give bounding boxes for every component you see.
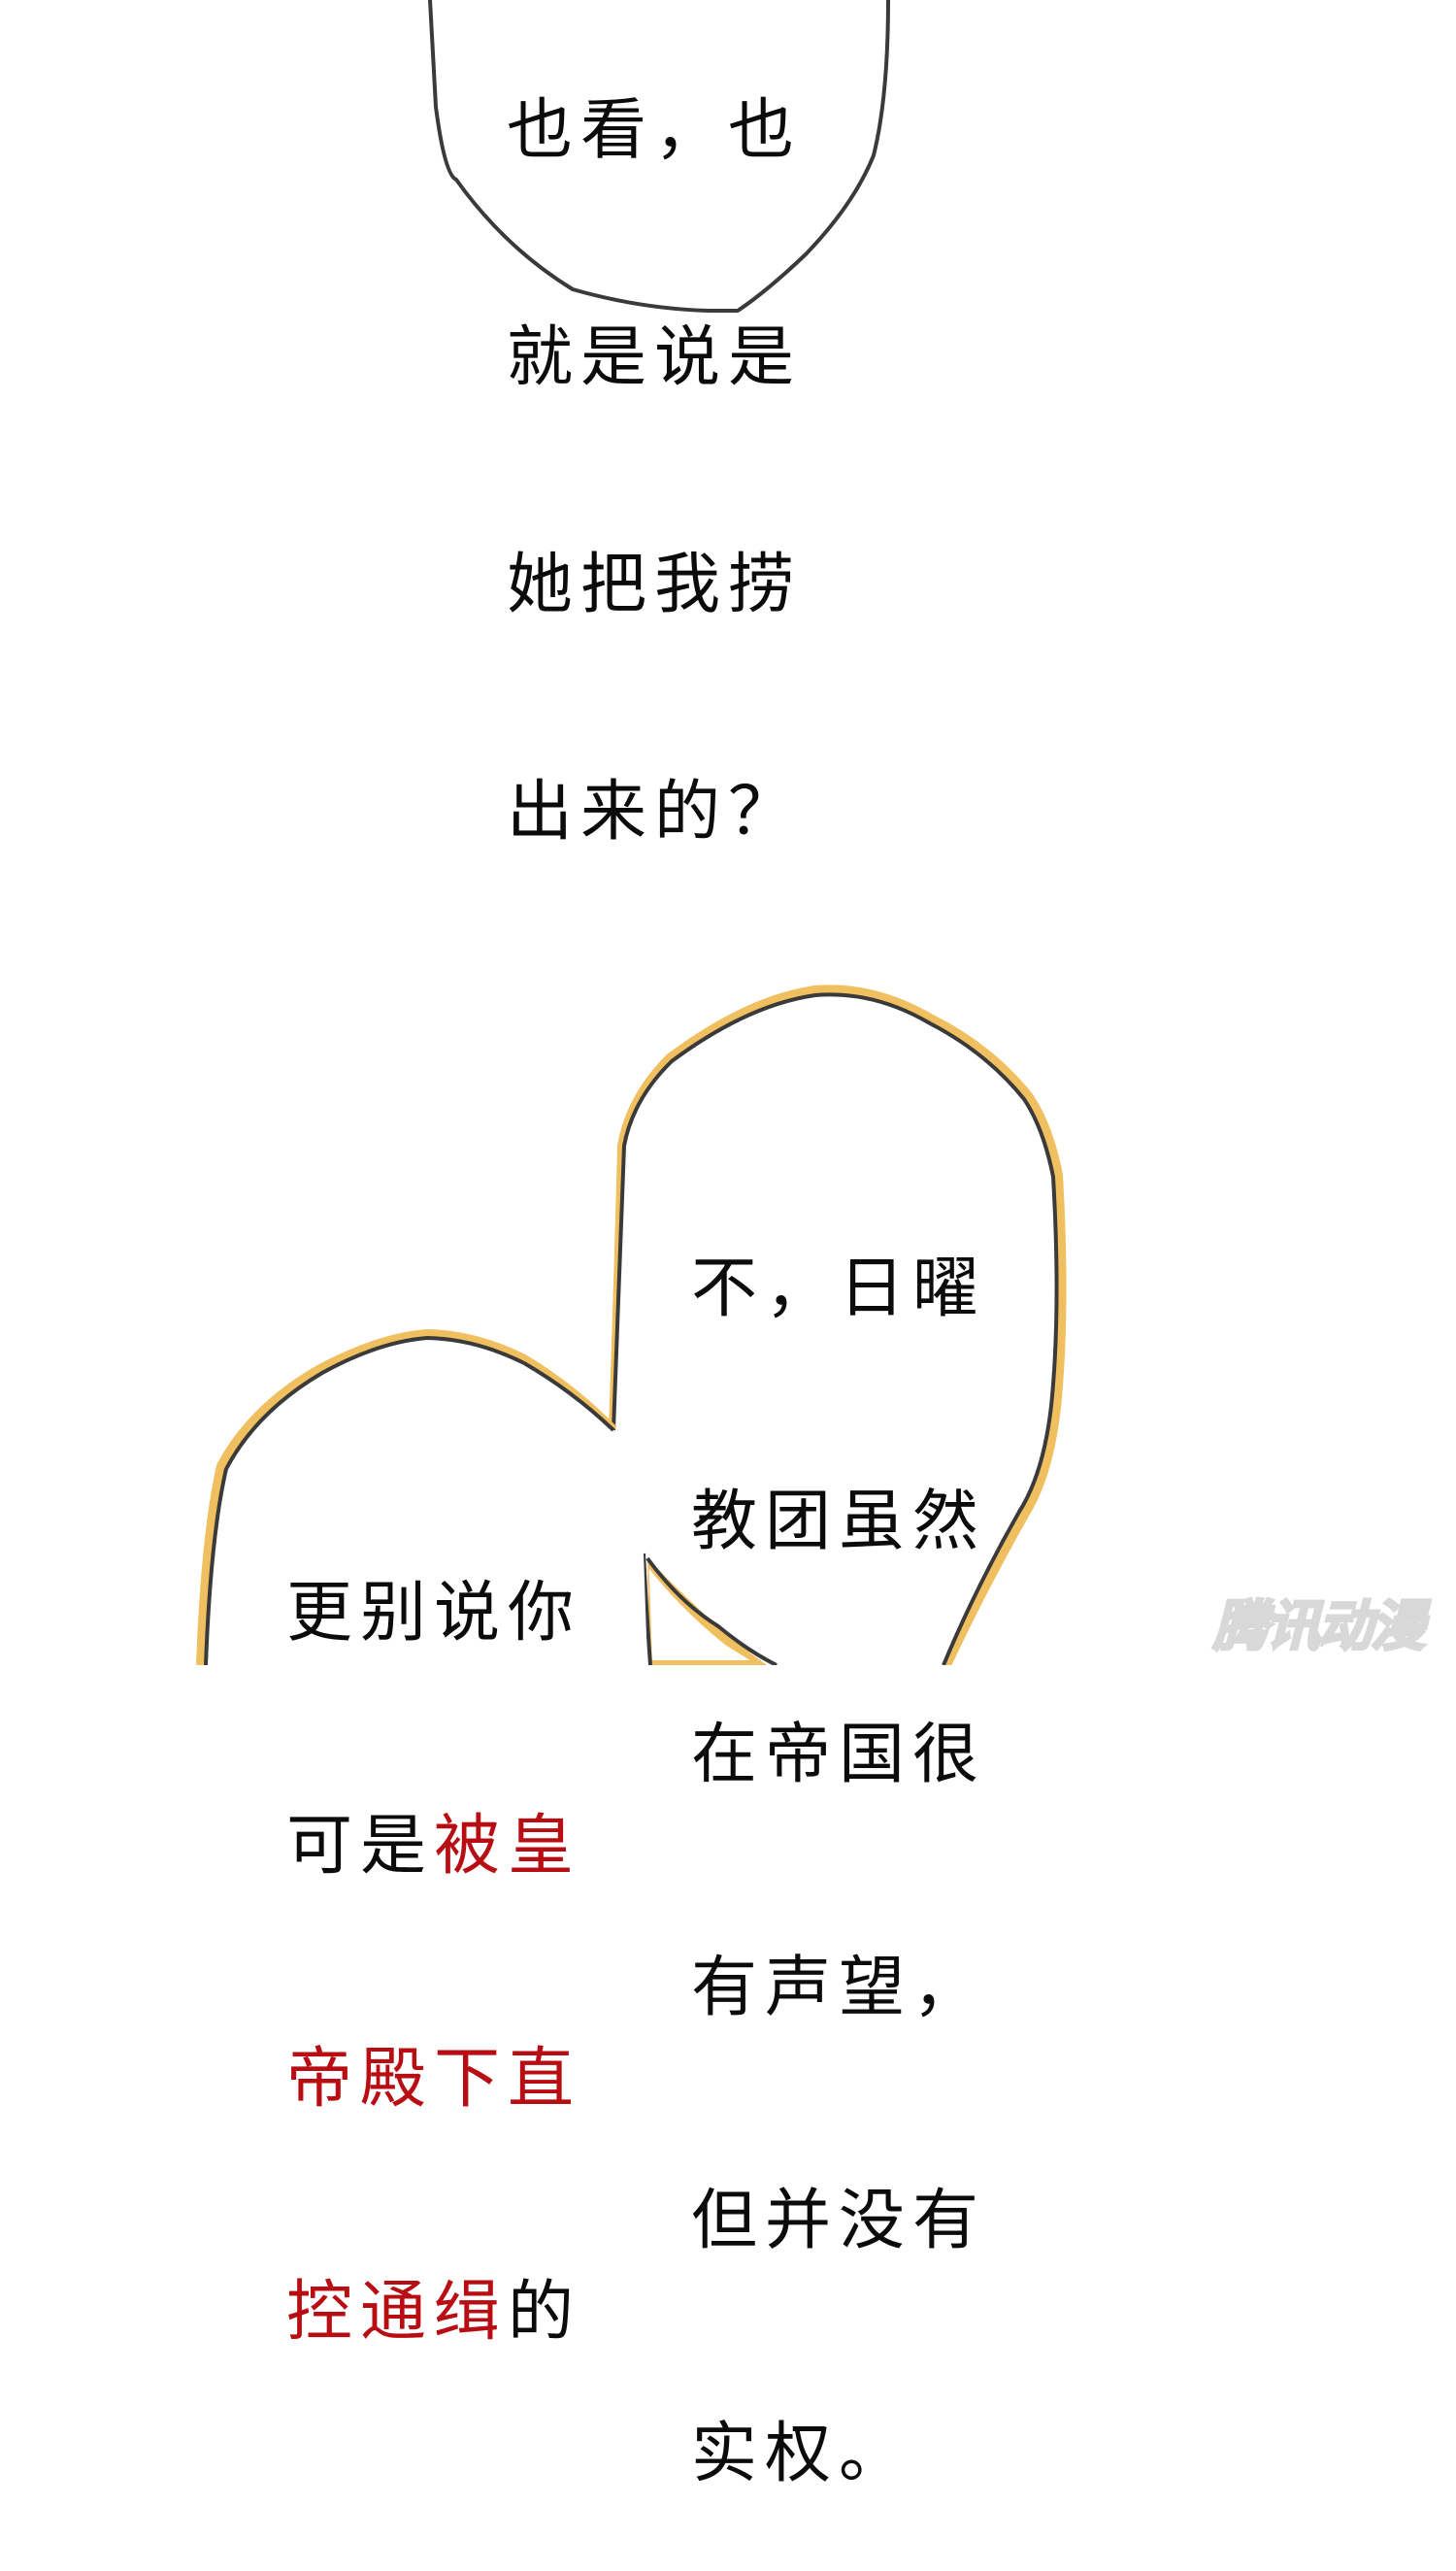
dialogue-highlight: 帝殿下直: [286, 2041, 582, 2118]
dialogue-line: 不，日曜: [691, 1251, 987, 1327]
speech-bubble-left-halo: [196, 1329, 617, 1665]
dialogue-line: 可是被皇: [286, 1808, 581, 1886]
dialogue-line: 也看，也: [507, 92, 803, 169]
speech-bubble-left-text: 更别说你 可是被皇 帝殿下直 控通缉的: [286, 1419, 581, 2429]
dialogue-line: 控通缉的: [286, 2274, 581, 2352]
watermark-logo: 腾讯动漫: [1212, 1594, 1427, 1660]
dialogue-line: 出来的？: [507, 774, 803, 851]
speech-bubble-right-text: 不，日曜 教团虽然 在帝国很 有声望， 但并没有 实权。: [691, 1095, 986, 2571]
speech-bubble-right-border: [612, 992, 1059, 1665]
speech-bubble-left-border: [204, 1336, 615, 1665]
dialogue-line: 但并没有: [691, 2183, 987, 2259]
speech-bubble-top-text: 也看，也 就是说是 她把我捞 出来的？: [507, 0, 802, 926]
dialogue-segment: 可是: [286, 1808, 435, 1885]
dialogue-line: 更别说你: [286, 1575, 582, 1652]
speech-bubble-left: [206, 1338, 647, 1665]
speech-bubble-right: [582, 994, 1057, 1665]
dialogue-line: 教团虽然: [691, 1484, 987, 1560]
dialogue-line: 有声望，: [691, 1950, 987, 2026]
speech-bubbles-layer: [196, 0, 1067, 1665]
dialogue-line: 实权。: [691, 2416, 913, 2492]
dialogue-highlight: 控通缉: [286, 2274, 509, 2351]
dialogue-line: 她把我捞: [507, 547, 803, 623]
speech-bubble-top: [428, 0, 890, 313]
dialogue-line: 就是说是: [507, 319, 803, 396]
dialogue-highlight: 被皇: [434, 1808, 582, 1885]
dialogue-line: 在帝国很: [691, 1717, 987, 1793]
dialogue-segment: 的: [508, 2274, 582, 2351]
